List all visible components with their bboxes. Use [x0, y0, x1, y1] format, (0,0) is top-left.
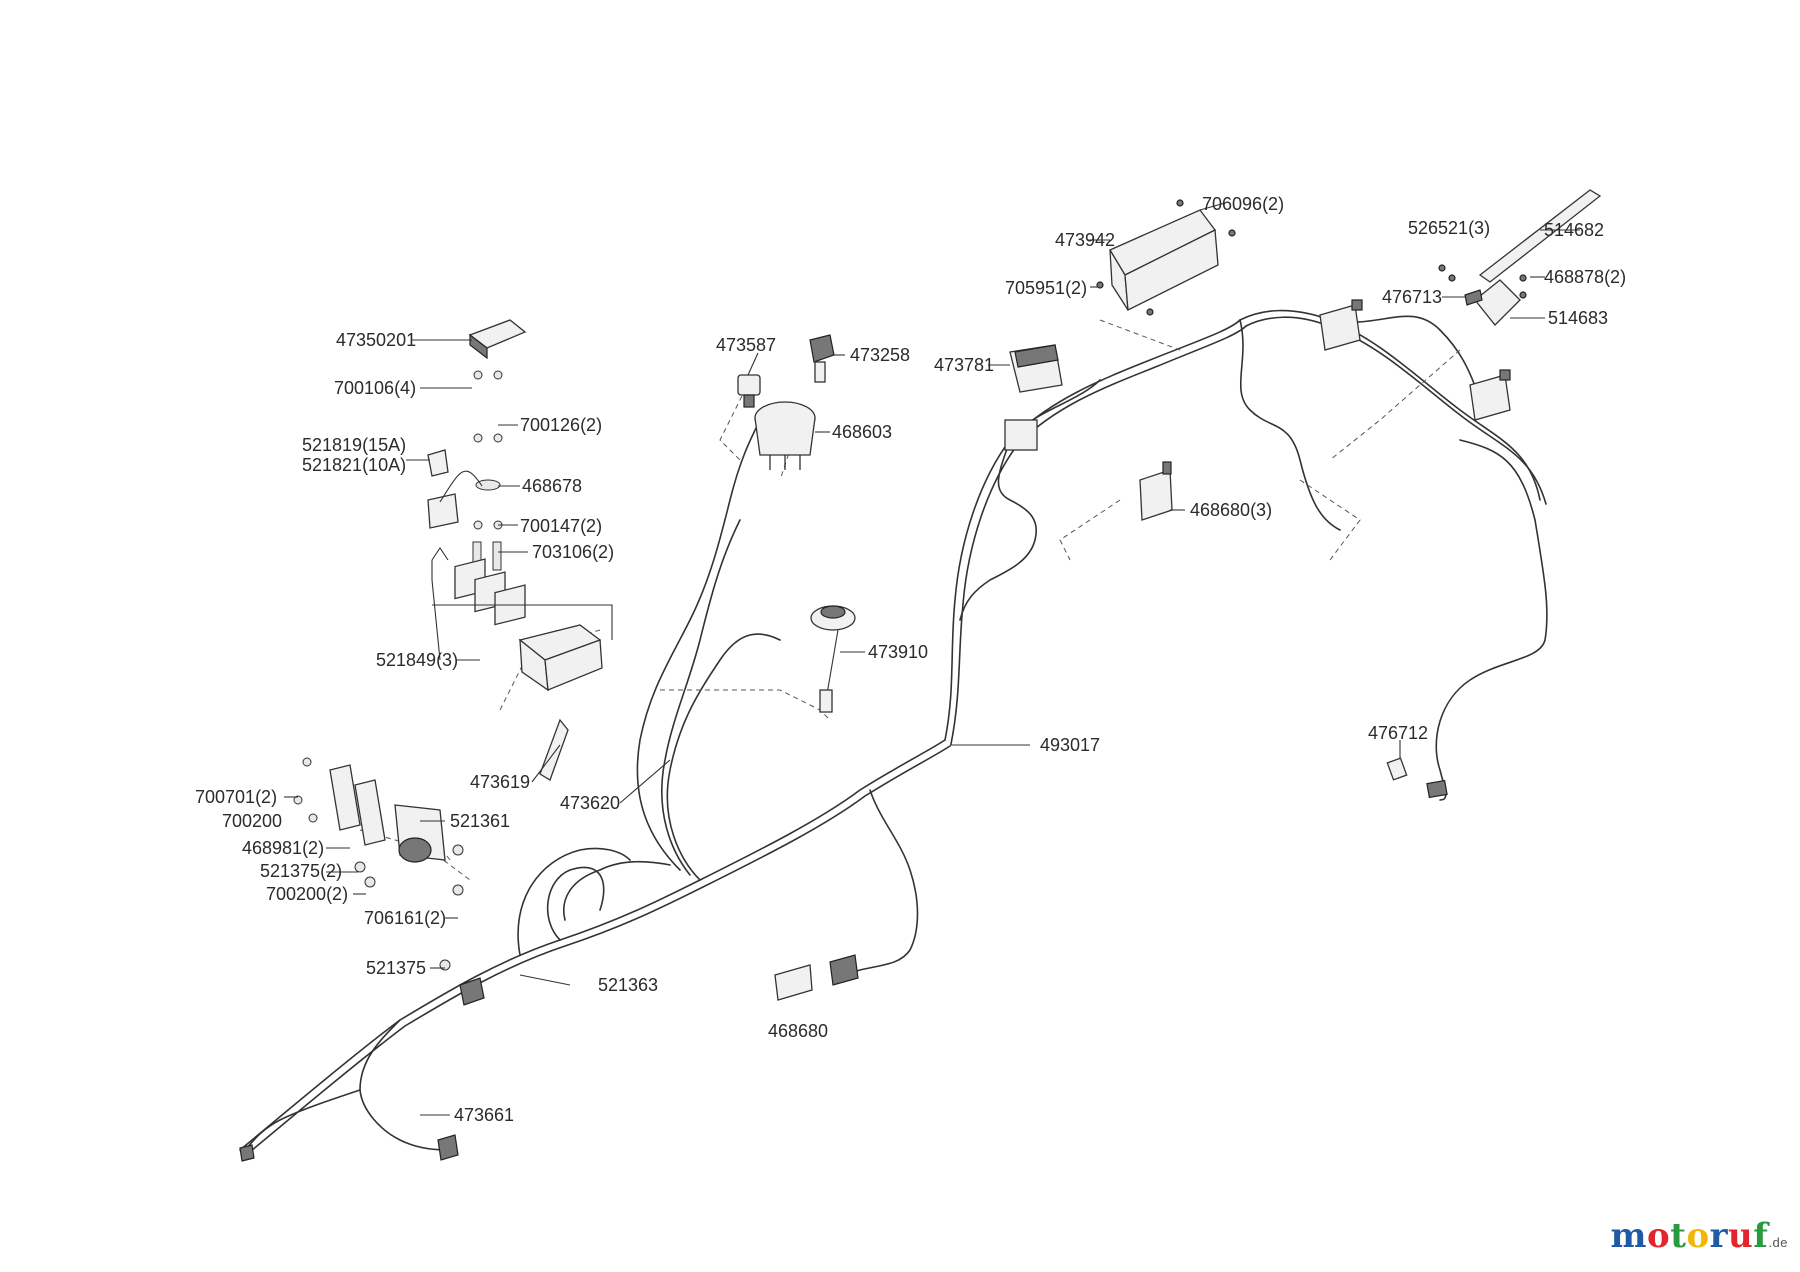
relay-bank: [431, 547, 613, 781]
label-700200: 700200: [222, 811, 282, 831]
switch-473781: [1004, 344, 1063, 451]
label-473781: 473781: [934, 355, 994, 375]
label-468680-3: 468680(3): [1190, 500, 1272, 520]
logo-letter: o: [1686, 1216, 1710, 1256]
label-521363: 521363: [598, 975, 658, 995]
motoruf-logo: motoruf.de: [1611, 1216, 1788, 1256]
label-521819: 521819(15A): [302, 435, 406, 455]
label-521849: 521849(3): [376, 650, 458, 670]
label-473942: 473942: [1055, 230, 1115, 250]
logo-letter: t: [1670, 1216, 1687, 1256]
label-473258: 473258: [850, 345, 910, 365]
label-700200-2: 700200(2): [266, 884, 348, 904]
label-473910: 473910: [868, 642, 928, 662]
module-block-right-1: [1319, 299, 1363, 351]
label-705951: 705951(2): [1005, 278, 1087, 298]
logo-letter: m: [1610, 1216, 1648, 1256]
label-473619: 473619: [470, 772, 530, 792]
hour-meter-473910: [810, 605, 856, 713]
label-514683: 514683: [1548, 308, 1608, 328]
ignition-switch-468603: [754, 401, 816, 470]
seat-switch-468680-3: [1139, 461, 1173, 521]
label-493017: 493017: [1040, 735, 1100, 755]
label-521821: 521821(10A): [302, 455, 406, 475]
label-514682: 514682: [1544, 220, 1604, 240]
logo-tld: .de: [1768, 1235, 1788, 1250]
logo-letter: f: [1753, 1216, 1769, 1256]
label-526521: 526521(3): [1408, 218, 1490, 238]
label-521361: 521361: [450, 811, 510, 831]
solenoid-521361: [293, 757, 464, 896]
main-harness-wires: [239, 309, 1548, 1157]
light-514683: [1438, 264, 1527, 326]
leader-lines: [284, 202, 1580, 1116]
label-473661: 473661: [454, 1105, 514, 1125]
label-521375: 521375: [366, 958, 426, 978]
label-476712: 476712: [1368, 723, 1428, 743]
logo-letter: o: [1647, 1216, 1671, 1256]
plug-473258: [809, 334, 835, 383]
label-706096: 706096(2): [1202, 194, 1284, 214]
logo-letter: u: [1728, 1216, 1754, 1256]
safety-switch-468680: [774, 954, 859, 1001]
label-473587: 473587: [716, 335, 776, 355]
label-700106: 700106(4): [334, 378, 416, 398]
label-468603: 468603: [832, 422, 892, 442]
label-473620: 473620: [560, 793, 620, 813]
connector-476712: [1386, 757, 1448, 799]
label-700126: 700126(2): [520, 415, 602, 435]
label-703106: 703106(2): [532, 542, 614, 562]
label-468680: 468680: [768, 1021, 828, 1041]
label-47350201: 47350201: [336, 330, 416, 350]
control-module-473942: [1096, 199, 1236, 316]
label-468878: 468878(2): [1544, 267, 1626, 287]
label-706161: 706161(2): [364, 908, 446, 928]
light-bar-514682: [1478, 189, 1602, 283]
label-700147: 700147(2): [520, 516, 602, 536]
module-block-right-2: [1469, 369, 1511, 421]
label-521375-2: 521375(2): [260, 861, 342, 881]
label-468678: 468678: [522, 476, 582, 496]
switch-473587: [737, 374, 761, 408]
label-700701: 700701(2): [195, 787, 277, 807]
label-468981: 468981(2): [242, 838, 324, 858]
part-number-labels: 47350201 700106(4) 700126(2) 521819(15A)…: [195, 194, 1626, 1125]
logo-letter: r: [1709, 1216, 1729, 1256]
label-476713: 476713: [1382, 287, 1442, 307]
fuse-holder-assembly: [427, 319, 527, 571]
